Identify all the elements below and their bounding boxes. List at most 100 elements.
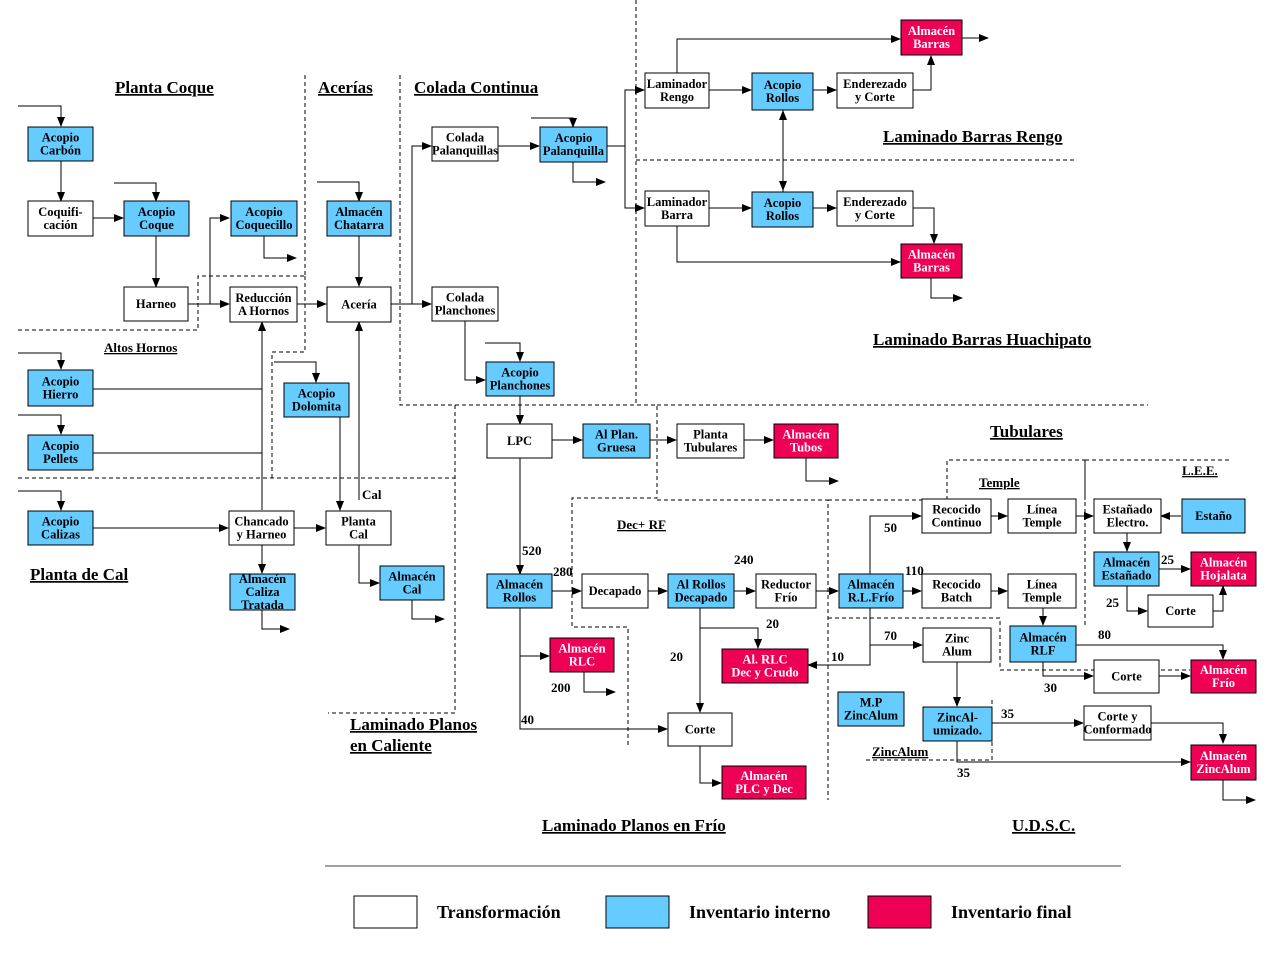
- box-chancado-harneo-line-2: y Harneo: [237, 528, 287, 542]
- box-almacen-cal-line-1: Almacén: [388, 570, 435, 584]
- box-zinc-alum-line-1: Zinc: [945, 632, 970, 646]
- box-planta-cal-line-1: Planta: [341, 515, 376, 529]
- box-reductor-frio-line-1: Reductor: [761, 578, 811, 592]
- box-almacen-hojalata-shape: [1190, 551, 1257, 587]
- box-almacen-rollos-shape: [486, 573, 553, 609]
- label-200: 200: [551, 680, 571, 695]
- heading-zincalum: ZincAlum: [872, 744, 929, 759]
- box-corte-udsc-line-1: Corte: [1111, 670, 1142, 684]
- box-planta-tubulares-line-2: Tubulares: [684, 441, 738, 455]
- box-al-plan-gruesa: Al Plan.Gruesa: [582, 423, 651, 459]
- heading-dec-rf: Dec+ RF: [617, 517, 666, 532]
- box-acopio-carbon-line-2: Carbón: [40, 144, 81, 158]
- box-zincalumizado-shape: [922, 706, 993, 742]
- heading-huachipato: Laminado Barras Huachipato: [873, 330, 1091, 349]
- box-acopio-dolomita-line-1: Acopio: [298, 387, 336, 401]
- box-almacen-caliza-shape: [229, 573, 296, 611]
- box-almacen-barras-rengo-line-2: Barras: [913, 37, 950, 51]
- heading-rengo: Laminado Barras Rengo: [883, 127, 1062, 146]
- box-acopio-palanquilla-line-1: Acopio: [555, 131, 593, 145]
- box-almacen-zincalum-line-1: Almacén: [1200, 749, 1247, 763]
- box-colada-planchones-line-2: Planchones: [435, 304, 496, 318]
- box-acopio-planchones-line-2: Planchones: [490, 379, 551, 393]
- box-corte-lee-line-1: Corte: [1165, 604, 1196, 618]
- box-estanado-electro-line-1: Estañado: [1102, 503, 1152, 517]
- box-al-plan-gruesa-line-2: Gruesa: [597, 441, 637, 455]
- flow-labels: Cal 520 280 240 20 20 200 40 10 50 110 7…: [362, 487, 1175, 780]
- box-al-rlc-dec-line-1: Al. RLC: [742, 653, 787, 667]
- box-acopio-rollos-huach-line-1: Acopio: [764, 196, 802, 210]
- box-acopio-pellets-line-2: Pellets: [43, 452, 78, 466]
- box-almacen-rlc-line-2: RLC: [569, 655, 595, 669]
- box-estanado-electro-line-2: Electro.: [1107, 516, 1149, 530]
- box-chancado-harneo-line-1: Chancado: [234, 515, 288, 529]
- box-acopio-coque-shape: [123, 200, 190, 237]
- box-almacen-zincalum-shape: [1190, 744, 1257, 781]
- box-acopio-coquecillo-line-1: Acopio: [245, 205, 283, 219]
- box-almacen-estanado-line-2: Estañado: [1101, 569, 1151, 583]
- legend-label-final: Inventario final: [951, 902, 1072, 922]
- box-laminador-rengo-line-2: Rengo: [660, 90, 694, 104]
- legend-swatch-transform: [353, 895, 418, 929]
- label-110: 110: [905, 563, 924, 578]
- box-corte-conformado-line-1: Corte y: [1098, 710, 1139, 724]
- box-almacen-cal-line-2: Cal: [403, 583, 422, 597]
- box-enderezado-rengo-line-1: Enderezado: [843, 77, 907, 91]
- heading-lee: L.E.E.: [1182, 463, 1218, 478]
- box-enderezado-rengo-line-2: y Corte: [855, 90, 895, 104]
- box-linea-temple-2-line-1: Línea: [1027, 578, 1058, 592]
- box-zinc-alum-shape: [922, 627, 992, 663]
- box-al-rlc-dec-line-2: Dec y Crudo: [731, 666, 798, 680]
- process-boxes: AcopioCarbónCoquifi-caciónAcopioCoqueAco…: [27, 19, 1257, 800]
- connectors: [18, 34, 1256, 804]
- box-colada-planchones-shape: [431, 286, 499, 322]
- box-colada-planchones-line-1: Colada: [446, 291, 485, 305]
- box-corte-lee-shape: [1147, 594, 1214, 628]
- label-35a: 35: [1001, 706, 1015, 721]
- box-acopio-calizas-line-2: Calizas: [41, 528, 80, 542]
- box-decapado-line-1: Decapado: [589, 584, 642, 598]
- box-enderezado-huach-line-1: Enderezado: [843, 195, 907, 209]
- box-planta-tubulares-line-1: Planta: [693, 428, 728, 442]
- box-almacen-chatarra-line-2: Chatarra: [334, 218, 385, 232]
- box-al-plan-gruesa-shape: [582, 423, 651, 459]
- box-almacen-cal-shape: [379, 565, 445, 601]
- heading-planta-coque: Planta Coque: [115, 78, 214, 97]
- box-corte-lpf-line-1: Corte: [685, 723, 716, 737]
- box-zincalumizado-line-2: umizado.: [933, 724, 982, 738]
- box-acopio-calizas-shape: [27, 510, 94, 546]
- box-harneo-shape: [123, 286, 189, 322]
- box-laminador-rengo-line-1: Laminador: [647, 77, 708, 91]
- heading-temple: Temple: [979, 475, 1020, 490]
- box-zincalumizado-line-1: ZincAl-: [937, 711, 978, 725]
- box-acopio-hierro-line-2: Hierro: [43, 388, 79, 402]
- box-almacen-chatarra-line-1: Almacén: [335, 205, 382, 219]
- heading-udsc: U.D.S.C.: [1012, 816, 1075, 835]
- box-chancado-harneo-shape: [228, 510, 295, 546]
- box-mp-zincalum-line-2: ZincAlum: [844, 709, 899, 723]
- box-planta-cal-shape: [325, 510, 392, 546]
- label-280: 280: [553, 564, 573, 579]
- box-corte-udsc: Corte: [1093, 659, 1160, 694]
- box-acopio-palanquilla-line-2: Palanquilla: [543, 144, 605, 158]
- box-almacen-rlf-shape: [1009, 625, 1077, 663]
- box-almacen-caliza-line-3: Tratada: [241, 598, 285, 612]
- label-40: 40: [521, 712, 534, 727]
- box-laminador-rengo-shape: [644, 72, 710, 109]
